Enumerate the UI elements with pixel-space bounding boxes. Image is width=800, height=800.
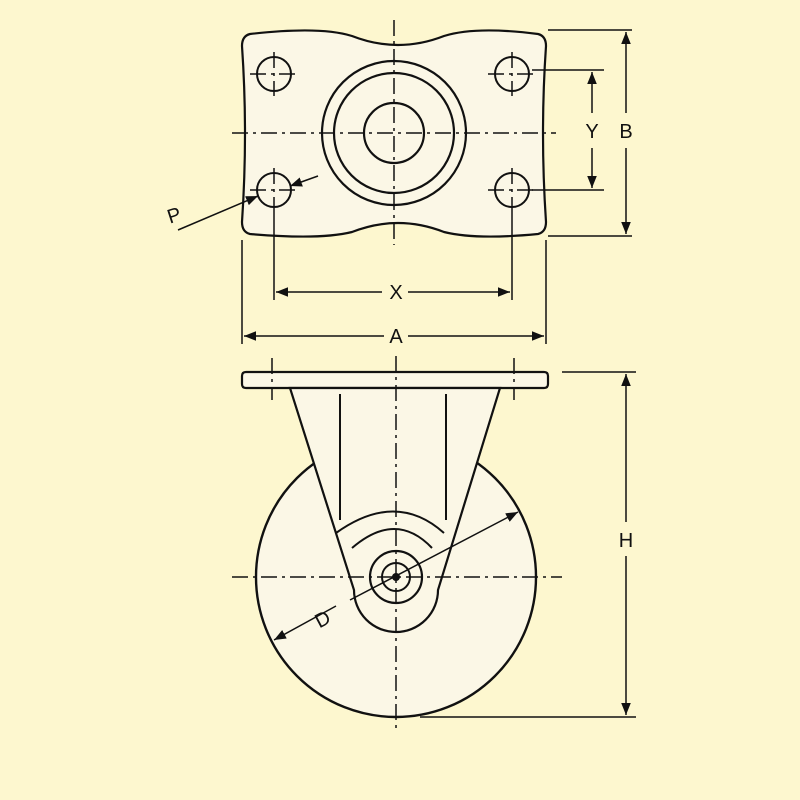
mounting-plate-outline [240,29,548,238]
top-view-centerlines [232,20,556,245]
dimension-h: H [619,374,633,715]
fork [288,386,502,634]
dimension-b-label: B [619,121,632,143]
dimension-a-label: A [389,326,403,348]
dimension-x-label: X [389,282,402,304]
fork-ribs [335,394,447,549]
top-view: Y B X A P [165,20,633,348]
dimension-b: B [619,31,633,234]
side-view-centerlines [232,356,562,732]
dimension-y: Y [585,72,599,188]
top-view-extension-lines [241,29,632,344]
dimension-d: D [273,511,519,641]
dimension-p: P [165,175,319,231]
dimension-h-label: H [619,530,633,552]
dimension-a: A [244,326,544,348]
side-view-extension-lines [420,371,636,718]
side-top-plate [240,370,550,390]
side-view: H D [232,356,636,732]
dimension-y-label: Y [585,121,598,143]
dimension-p-label: P [165,203,184,228]
dimension-x: X [276,282,510,304]
